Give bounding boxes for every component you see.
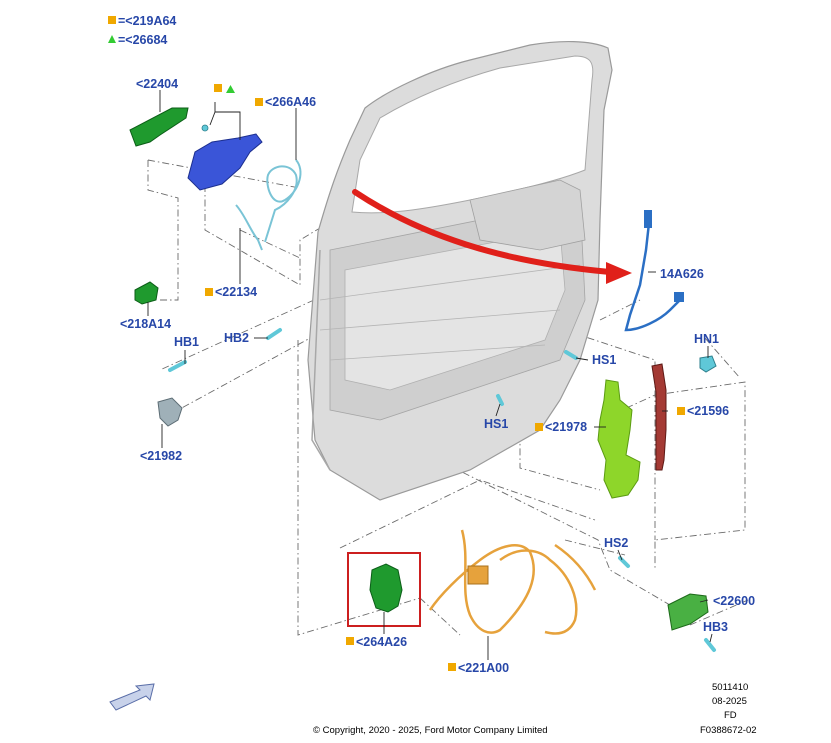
part-21978-regulator [597,379,641,499]
label-22134: <22134 [215,285,257,299]
part-21982-hinge [157,397,183,427]
label-HS1-upper: HS1 [592,353,616,367]
square-marker-icon [108,16,116,24]
part-HS1-screw-a [564,350,578,360]
callout-markers [205,84,685,671]
label-21596: <21596 [687,404,729,418]
label-HB2: HB2 [224,331,249,345]
square-marker-icon [535,423,543,431]
part-22404-bracket [129,107,189,147]
part-21596-seal [651,363,667,471]
part-HB1-bolt [168,360,187,372]
cable-housing [467,565,489,585]
label-HS1-lower: HS1 [484,417,508,431]
red-direction-arrow [352,189,632,284]
part-14A626-harness [624,213,681,332]
label-HN1: HN1 [694,332,719,346]
label-264A26: <264A26 [356,635,407,649]
callout-labels: <22404 <266A46 <22134 <218A14 HB2 HB1 <2… [120,77,755,675]
legend: =<219A64 =<26684 [108,14,176,47]
triangle-marker-icon [226,85,235,93]
copyright: © Copyright, 2020 - 2025, Ford Motor Com… [313,725,548,736]
harness-connector-end [674,292,684,302]
square-marker-icon [214,84,222,92]
part-264A26-latch [369,563,403,613]
part-blue-latch [187,133,263,191]
square-marker-icon [448,663,456,671]
footer: 5011410 08-2025 FD F0388672-02 © Copyrig… [313,682,757,736]
label-14A626: 14A626 [660,267,704,281]
label-221A00: <221A00 [458,661,509,675]
label-22600: <22600 [713,594,755,608]
part-HB2-bolt [266,328,282,340]
square-marker-icon [346,637,354,645]
part-221A00-cable [428,529,597,635]
part-266A46-cable [264,159,302,243]
square-marker-icon [677,407,685,415]
label-266A46: <266A46 [265,95,316,109]
label-21978: <21978 [545,420,587,434]
footer-code-3: FD [724,710,737,721]
footer-code-1: 5011410 [712,682,748,693]
part-HB3-bolt [704,638,716,652]
leader-lines [147,90,713,660]
label-22404: <22404 [136,77,178,91]
part-218A14 [134,281,159,305]
view-direction-arrow-icon [109,683,155,711]
part-HN1-nut [699,355,717,373]
legend-square-text: =<219A64 [118,14,176,28]
square-marker-icon [205,288,213,296]
label-HB1: HB1 [174,335,199,349]
label-218A14: <218A14 [120,317,171,331]
part-22134-rod [235,204,263,251]
part-HS1-screw-b [496,394,504,406]
part-22600-bracket [667,593,709,631]
blue-latch-bolt [201,124,209,132]
footer-code-4: F0388672-02 [700,725,757,736]
label-HS2: HS2 [604,536,628,550]
square-marker-icon [255,98,263,106]
door-panel [307,40,613,501]
footer-code-2: 08-2025 [712,696,747,707]
triangle-marker-icon [108,35,116,43]
label-HB3: HB3 [703,620,728,634]
label-21982: <21982 [140,449,182,463]
harness-connector [644,210,652,228]
legend-triangle-text: =<26684 [118,33,167,47]
